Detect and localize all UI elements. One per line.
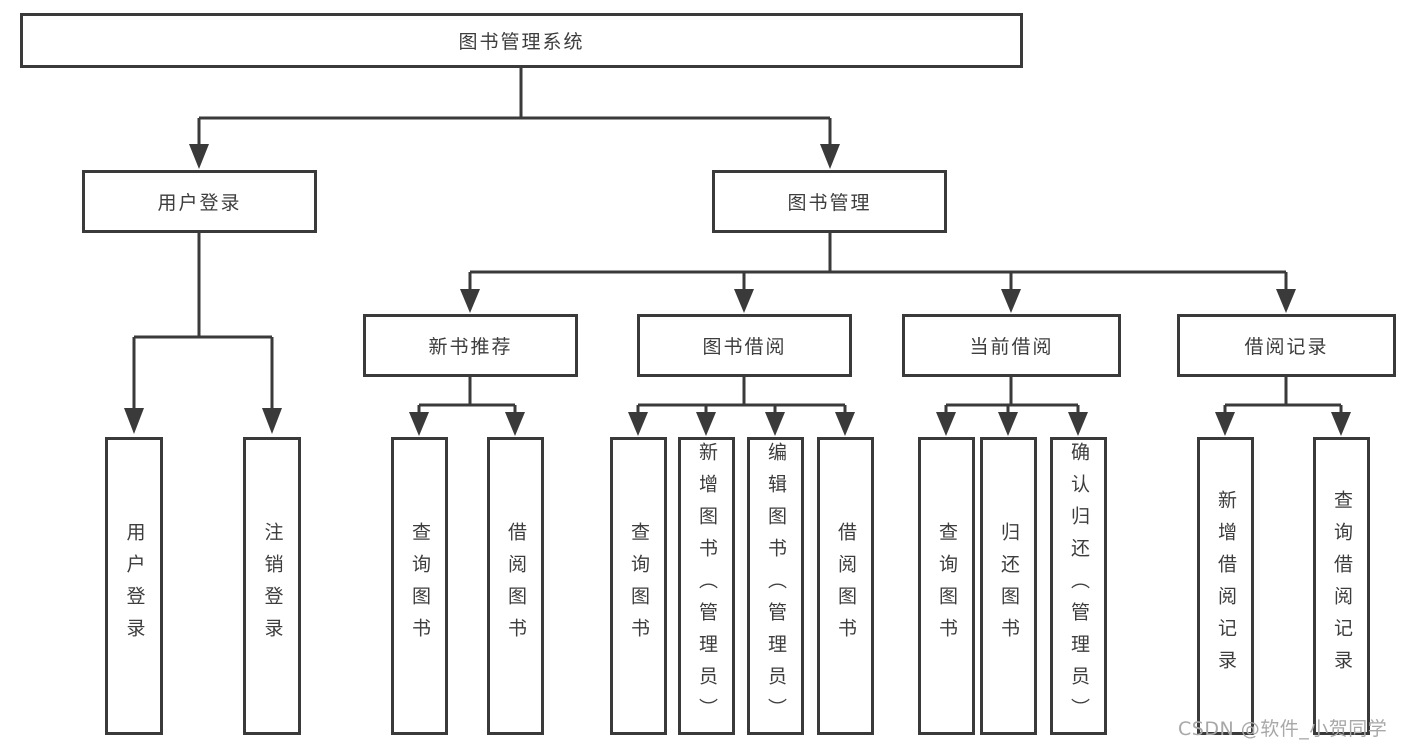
node-book-borrow: 图书借阅 <box>637 314 852 377</box>
leaf-label: 新增图书（管理员） <box>696 442 718 730</box>
arrow-down-icon <box>1001 289 1021 313</box>
arrow-down-icon <box>1068 412 1088 436</box>
leaf-label: 用户登录 <box>123 522 146 650</box>
leaf-label: 查询图书 <box>936 522 958 650</box>
node-book-management: 图书管理 <box>712 170 947 233</box>
arrow-down-icon <box>124 408 144 434</box>
node-leaf-query-books-3: 查询图书 <box>918 437 975 735</box>
leaf-label: 归还图书 <box>998 522 1020 650</box>
node-root-library-system: 图书管理系统 <box>20 13 1023 68</box>
arrow-down-icon <box>460 289 480 313</box>
node-leaf-return-book: 归还图书 <box>980 437 1037 735</box>
node-new-book-recommend: 新书推荐 <box>363 314 578 377</box>
node-leaf-logout: 注销登录 <box>243 437 301 735</box>
arrow-down-icon <box>189 144 209 169</box>
arrow-down-icon <box>1215 412 1235 436</box>
node-leaf-add-book-admin: 新增图书（管理员） <box>678 437 735 735</box>
arrow-down-icon <box>734 289 754 313</box>
leaf-label: 查询借阅记录 <box>1331 490 1353 682</box>
leaf-label: 借阅图书 <box>505 522 527 650</box>
node-leaf-edit-book-admin: 编辑图书（管理员） <box>747 437 804 735</box>
arrow-down-icon <box>820 144 840 169</box>
leaf-label: 借阅图书 <box>835 522 857 650</box>
node-leaf-user-login: 用户登录 <box>105 437 163 735</box>
node-borrow-records: 借阅记录 <box>1177 314 1396 377</box>
leaf-label: 注销登录 <box>261 522 284 650</box>
arrow-down-icon <box>696 412 716 436</box>
node-leaf-borrow-books-2: 借阅图书 <box>817 437 874 735</box>
arrow-down-icon <box>835 412 855 436</box>
node-current-borrow: 当前借阅 <box>902 314 1121 377</box>
node-leaf-borrow-books-1: 借阅图书 <box>487 437 544 735</box>
node-leaf-add-borrow-record: 新增借阅记录 <box>1197 437 1254 735</box>
arrow-down-icon <box>765 412 785 436</box>
leaf-label: 查询图书 <box>628 522 650 650</box>
node-leaf-query-borrow-record: 查询借阅记录 <box>1313 437 1370 735</box>
leaf-label: 确认归还（管理员） <box>1068 442 1090 730</box>
leaf-label: 编辑图书（管理员） <box>765 442 787 730</box>
csdn-watermark: CSDN @软件_小贺同学 <box>1178 718 1388 740</box>
leaf-label: 新增借阅记录 <box>1215 490 1237 682</box>
arrow-down-icon <box>936 412 956 436</box>
arrow-down-icon <box>1331 412 1351 436</box>
arrow-down-icon <box>1276 289 1296 313</box>
arrow-down-icon <box>628 412 648 436</box>
node-leaf-query-books-1: 查询图书 <box>391 437 448 735</box>
arrow-down-icon <box>262 408 282 434</box>
arrow-down-icon <box>998 412 1018 436</box>
node-user-login: 用户登录 <box>82 170 317 233</box>
arrow-down-icon <box>409 412 429 436</box>
arrow-down-icon <box>505 412 525 436</box>
node-leaf-confirm-return-admin: 确认归还（管理员） <box>1050 437 1107 735</box>
leaf-label: 查询图书 <box>409 522 431 650</box>
node-leaf-query-books-2: 查询图书 <box>610 437 667 735</box>
